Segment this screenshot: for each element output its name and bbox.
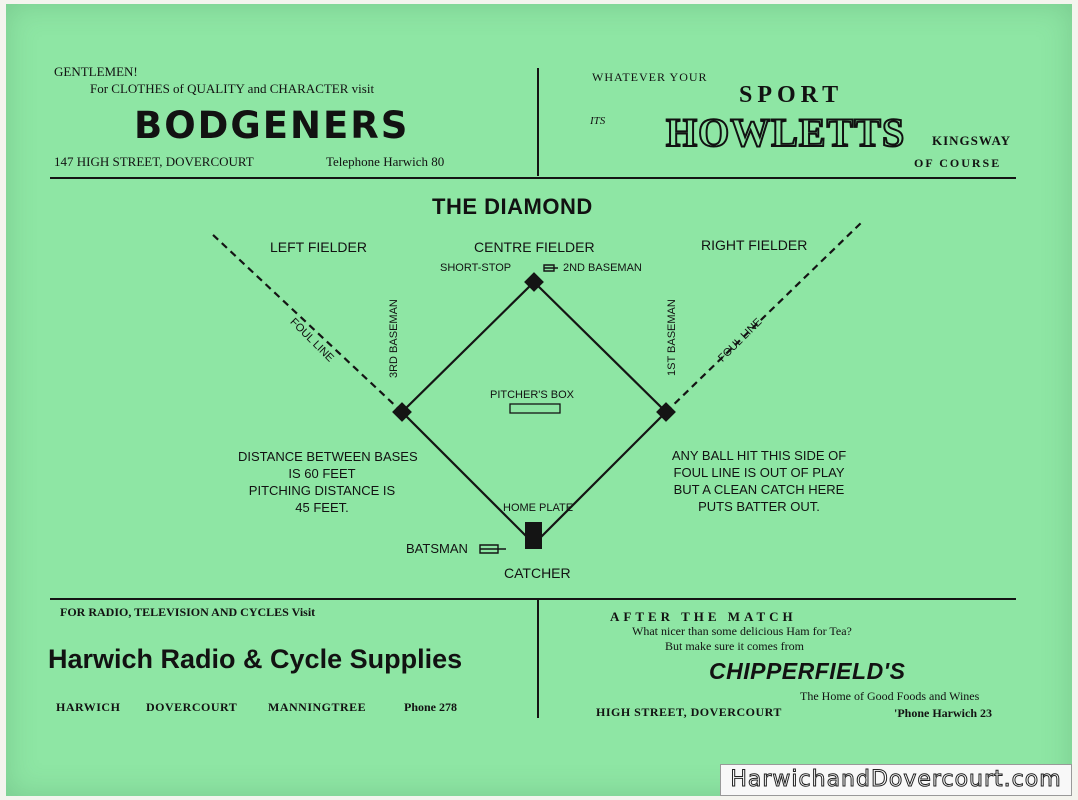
- chipperfields-name: CHIPPERFIELD'S: [709, 658, 906, 684]
- howletts-sport: SPORT: [739, 82, 844, 108]
- label-centre-fielder: CENTRE FIELDER: [474, 239, 595, 255]
- bottom-divider-vertical: [537, 600, 539, 718]
- chipperfields-make-sure: But make sure it comes from: [665, 639, 804, 653]
- bodgeners-tagline: For CLOTHES of QUALITY and CHARACTER vis…: [90, 81, 375, 96]
- harwich-radio-town-dovercourt: DOVERCOURT: [146, 700, 238, 714]
- harwich-radio-town-manningtree: MANNINGTREE: [268, 700, 367, 714]
- note-distances: DISTANCE BETWEEN BASES IS 60 FEET PITCHI…: [238, 448, 418, 516]
- programme-sheet: GENTLEMEN! For CLOTHES of QUALITY and CH…: [6, 4, 1072, 796]
- howletts-its: ITS: [590, 115, 606, 127]
- note-distances-line: IS 60 FEET: [288, 466, 356, 481]
- chipperfields-phone: 'Phone Harwich 23: [894, 706, 992, 720]
- top-divider-horizontal: [50, 177, 1016, 179]
- chipperfields-address: HIGH STREET, DOVERCOURT: [596, 705, 782, 719]
- first-base: [656, 402, 676, 422]
- note-foul-line-line: ANY BALL HIT THIS SIDE OF: [671, 448, 847, 463]
- chipperfields-ham-line: What nicer than some delicious Ham for T…: [632, 624, 852, 638]
- note-distances-line: DISTANCE BETWEEN BASES: [238, 449, 418, 464]
- howletts-name: HOWLETTS: [665, 109, 906, 156]
- label-home-plate: HOME PLATE: [503, 502, 574, 514]
- site-watermark: HarwichandDovercourt.com: [720, 764, 1072, 796]
- bodgeners-name: BODGENERS: [134, 104, 410, 147]
- howletts-whatever: WHATEVER YOUR: [592, 70, 708, 84]
- howletts-course: OF COURSE: [914, 156, 1002, 170]
- foul-line-left: [210, 232, 403, 413]
- note-foul-line-line: FOUL LINE IS OUT OF PLAY: [673, 465, 845, 480]
- label-pitchers-box: PITCHER'S BOX: [490, 389, 575, 401]
- bodgeners-greeting: GENTLEMEN!: [54, 64, 138, 79]
- label-second-baseman: 2ND BASEMAN: [563, 262, 642, 274]
- label-third-baseman: 3RD BASEMAN: [388, 299, 400, 378]
- label-first-baseman: 1ST BASEMAN: [666, 299, 678, 376]
- harwich-radio-phone: Phone 278: [404, 700, 458, 714]
- second-base: [524, 272, 544, 292]
- harwich-radio-town-harwich: HARWICH: [56, 700, 121, 714]
- baseball-diamond-diagram: [210, 220, 864, 554]
- label-left-fielder: LEFT FIELDER: [270, 239, 367, 255]
- chipperfields-after-match: AFTER THE MATCH: [610, 609, 797, 624]
- bodgeners-address: 147 HIGH STREET, DOVERCOURT: [54, 154, 254, 169]
- top-divider-vertical: [537, 68, 539, 176]
- note-distances-line: PITCHING DISTANCE IS: [248, 483, 396, 498]
- batsman-pointing-hand-icon: [479, 544, 506, 554]
- site-watermark-text: HarwichandDovercourt.com: [730, 767, 1062, 793]
- note-foul-line-line: PUTS BATTER OUT.: [698, 499, 820, 514]
- howletts-kingsway: KINGSWAY: [932, 133, 1012, 148]
- harwich-radio-intro: FOR RADIO, TELEVISION AND CYCLES Visit: [60, 605, 316, 619]
- pointing-hand-icon: [543, 264, 558, 272]
- note-foul-line-line: BUT A CLEAN CATCH HERE: [673, 482, 845, 497]
- note-foul-line: ANY BALL HIT THIS SIDE OF FOUL LINE IS O…: [670, 447, 848, 515]
- home-plate-marker: [525, 522, 542, 549]
- third-base: [392, 402, 412, 422]
- label-batsman: BATSMAN: [406, 541, 468, 556]
- label-right-fielder: RIGHT FIELDER: [701, 237, 808, 253]
- foul-line-right: [665, 220, 864, 413]
- label-catcher: CATCHER: [504, 565, 571, 581]
- note-distances-line: 45 FEET.: [295, 500, 349, 515]
- label-short-stop: SHORT-STOP: [440, 262, 512, 274]
- pitchers-box-rect: [509, 403, 561, 414]
- bodgeners-phone: Telephone Harwich 80: [326, 154, 445, 169]
- chipperfields-tagline: The Home of Good Foods and Wines: [800, 689, 980, 703]
- harwich-radio-name: Harwich Radio & Cycle Supplies: [48, 644, 463, 674]
- diamond-title: THE DIAMOND: [432, 194, 593, 219]
- bottom-divider-horizontal: [50, 598, 1016, 600]
